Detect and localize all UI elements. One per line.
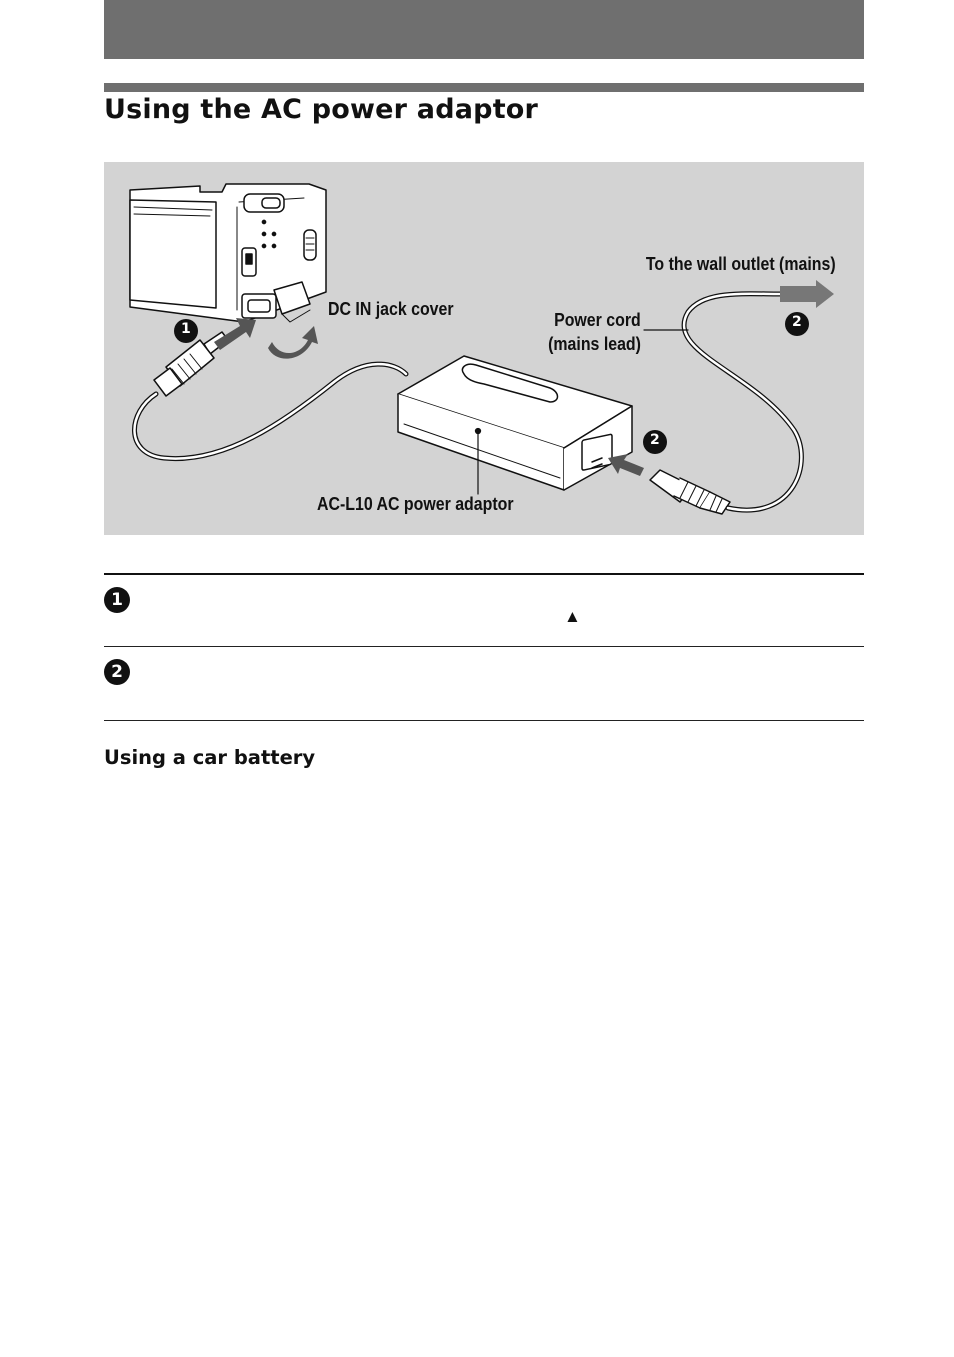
camera-drawing	[129, 183, 327, 323]
section-heading: Using a car battery	[104, 746, 316, 769]
wall-outlet-label: To the wall outlet (mains)	[646, 253, 836, 274]
step-number-badge: 2	[104, 659, 130, 685]
adaptor-diagram	[129, 183, 834, 515]
ac-adaptor-drawing	[397, 355, 633, 495]
marker-label: 2	[792, 314, 802, 330]
power-cord-drawing	[643, 291, 804, 515]
step-number-badge: 1	[104, 587, 130, 613]
steps-table: 1 ▲ 2	[104, 573, 864, 721]
steps-divider	[104, 720, 864, 721]
page-title: Using the AC power adaptor	[104, 94, 539, 125]
title-rule	[104, 83, 864, 92]
marker-label: 2	[650, 432, 660, 448]
header-band	[104, 0, 864, 59]
marker-1-icon	[174, 319, 198, 343]
marker-label: 1	[181, 321, 191, 337]
step-row: 2	[104, 646, 864, 720]
triangle-mark-icon: ▲	[564, 607, 581, 626]
power-cord-label: Power cord	[554, 309, 641, 330]
marker-2-icon	[643, 430, 667, 454]
mains-lead-label: (mains lead)	[548, 333, 641, 354]
marker-2-icon	[785, 312, 809, 336]
adaptor-label: AC-L10 AC power adaptor	[317, 493, 514, 514]
dc-in-jack-cover-label: DC IN jack cover	[328, 298, 454, 319]
arrows-drawing	[214, 280, 834, 476]
connection-illustration: DC IN jack cover To the wall outlet (mai…	[104, 162, 864, 535]
dc-cable-drawing	[132, 331, 409, 462]
step-row: 1 ▲	[104, 573, 864, 646]
